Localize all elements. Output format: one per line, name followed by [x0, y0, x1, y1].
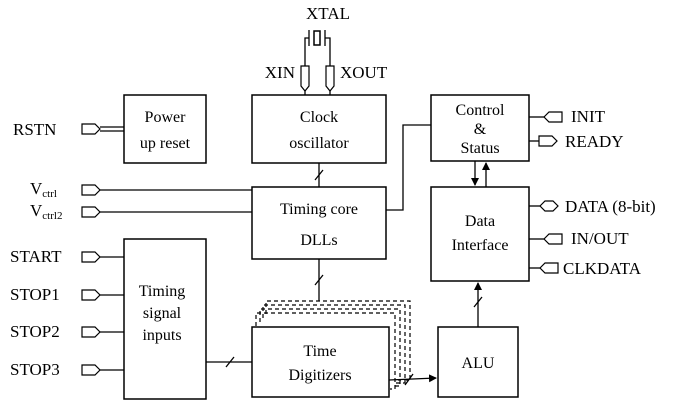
stop2-pin-icon	[81, 326, 101, 338]
vctrl-label: Vctrl	[30, 179, 57, 200]
internal-connections	[206, 124, 490, 386]
stop1-pin-icon	[81, 289, 101, 301]
xtal-label: XTAL	[306, 4, 350, 23]
timing-core-block: Timing core DLLs	[251, 186, 387, 260]
rstn-pin-icon	[81, 123, 101, 135]
ready-pin-icon	[538, 135, 558, 147]
timing-signal-inputs-line3: inputs	[142, 327, 181, 344]
ready-label: READY	[565, 132, 624, 151]
right-pins: INIT READY DATA (8-bit) IN/OUT CLKDATA	[529, 107, 656, 278]
data-interface-line2: Interface	[452, 237, 509, 254]
vctrl2-label: Vctrl2	[30, 201, 62, 222]
timing-signal-inputs-line2: signal	[143, 305, 182, 322]
left-pins: RSTN Vctrl Vctrl2 START STOP1 STOP2 STOP…	[10, 120, 252, 379]
start-label: START	[10, 247, 62, 266]
crystal-symbol: XTAL XIN XOUT	[265, 4, 388, 95]
vctrl-main: V	[30, 179, 43, 198]
control-status-line1: Control	[456, 102, 505, 119]
timing-signal-inputs-line1: Timing	[139, 283, 186, 300]
clock-oscillator-line1: Clock	[300, 109, 338, 126]
power-up-reset-line1: Power	[145, 109, 187, 126]
clkdata-pin-icon	[539, 262, 559, 274]
clkdata-label: CLKDATA	[563, 259, 642, 278]
data-label: DATA (8-bit)	[565, 197, 656, 216]
control-status-line2: &	[474, 121, 487, 138]
xout-label: XOUT	[340, 63, 388, 82]
clock-oscillator-block: Clock oscillator	[251, 94, 387, 164]
xout-pin-icon	[325, 65, 335, 92]
time-digitizers-line2: Digitizers	[288, 367, 351, 384]
stop3-pin-icon	[81, 364, 101, 376]
alu-label: ALU	[462, 355, 495, 372]
timing-core-line2: DLLs	[300, 232, 337, 249]
stop2-label: STOP2	[10, 322, 60, 341]
in-out-label: IN/OUT	[571, 229, 629, 248]
rstn-label: RSTN	[13, 120, 56, 139]
control-status-line3: Status	[460, 140, 499, 157]
vctrl2-sub: ctrl2	[42, 210, 62, 222]
timing-signal-inputs-block: Timing signal inputs	[123, 238, 207, 400]
vctrl-sub: ctrl	[42, 188, 57, 200]
time-digitizers-block: Time Digitizers	[251, 300, 411, 398]
data-interface-block: Data Interface	[430, 186, 530, 282]
data-pin-icon	[539, 200, 559, 212]
time-digitizers-line1: Time	[303, 343, 336, 360]
stop1-label: STOP1	[10, 285, 60, 304]
xin-pin-icon	[300, 65, 310, 92]
in-out-pin-icon	[543, 233, 563, 245]
stop3-label: STOP3	[10, 360, 60, 379]
vctrl-pin-icon	[81, 184, 101, 196]
vctrl2-main: V	[30, 201, 43, 220]
xin-label: XIN	[265, 63, 295, 82]
power-up-reset-line2: up reset	[140, 135, 191, 152]
init-pin-icon	[543, 111, 563, 123]
control-status-block: Control & Status	[430, 94, 530, 162]
crystal-element	[313, 30, 321, 46]
init-label: INIT	[571, 107, 606, 126]
timing-core-line1: Timing core	[280, 201, 358, 218]
alu-block: ALU	[437, 326, 519, 398]
vctrl2-pin-icon	[81, 206, 101, 218]
power-up-reset-block: Power up reset	[123, 94, 207, 164]
data-interface-line1: Data	[465, 213, 495, 230]
clock-oscillator-line2: oscillator	[289, 135, 349, 152]
start-pin-icon	[81, 251, 101, 263]
